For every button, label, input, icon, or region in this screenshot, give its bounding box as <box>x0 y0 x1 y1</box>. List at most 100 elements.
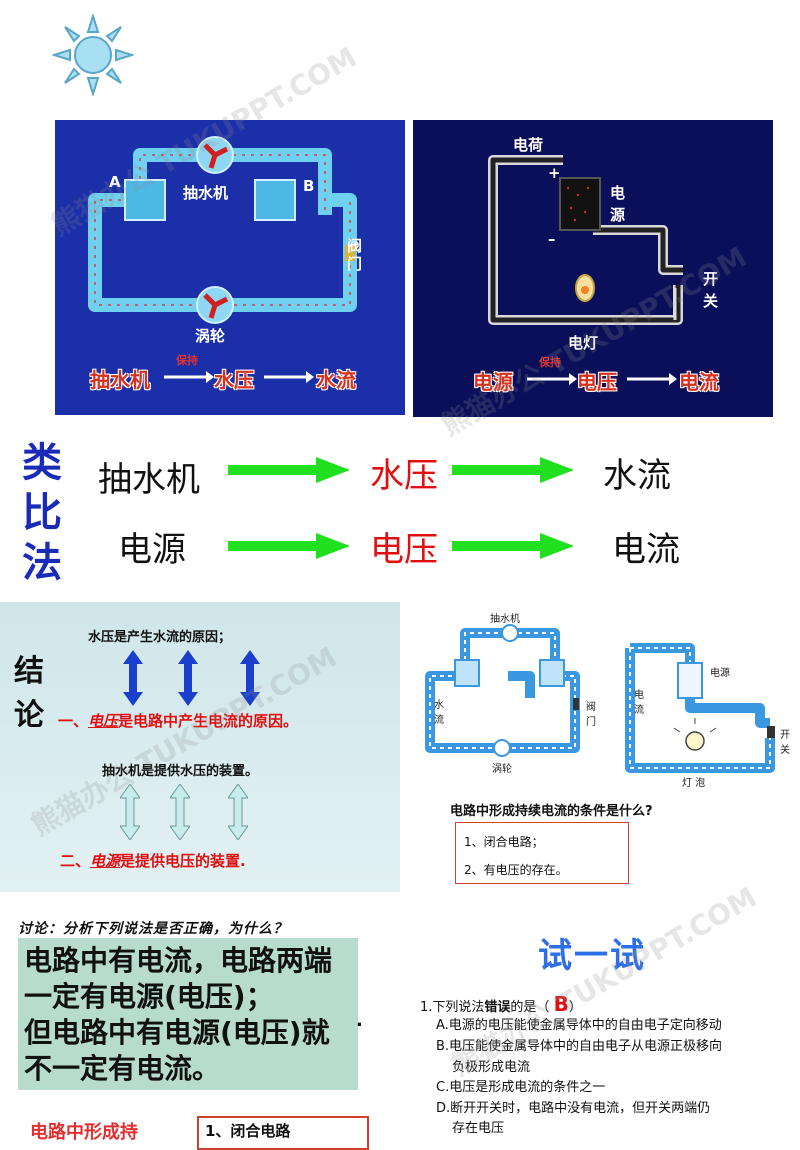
green-arrow-icon <box>452 533 574 559</box>
conclusion-panel: 结 论 水压是产生水流的原因； 一、电压是电路中产生电流的原因。 抽水机是提供水… <box>0 602 400 892</box>
option-d-cont: 存在电压 <box>452 1121 505 1136</box>
try-it-title: 试一试 <box>538 936 646 976</box>
pump-label: 抽水机 <box>183 184 229 202</box>
chain-water-pressure: 水压 <box>214 368 254 392</box>
bottom-cut-left-text: 电路中形成持 <box>30 1122 138 1143</box>
chain-power-source: 电源 <box>473 370 513 394</box>
line4-prefix: 二、 <box>60 852 91 870</box>
conclusion-line-4: 二、电源是提供电压的装置. <box>60 850 246 871</box>
green-arrow-icon <box>228 457 350 483</box>
chain-arrow-icon <box>527 373 577 385</box>
double-arrow-outline-icon <box>228 784 248 840</box>
answer-2: 2、有电压的存在。 <box>464 863 568 877</box>
green-arrow-icon <box>452 457 574 483</box>
analogy-pump: 抽水机 <box>98 460 200 500</box>
chain-arrow-icon <box>164 371 214 383</box>
sketch-bulb-label: 灯 泡 <box>682 778 706 789</box>
analogy-voltage: 电压 <box>370 530 438 570</box>
option-b-cont: 负极形成电流 <box>452 1060 531 1075</box>
question-keyword: 错误 <box>484 1000 511 1015</box>
sketch-pump-label: 抽水机 <box>490 614 520 625</box>
water-circuit-sketch <box>425 624 775 773</box>
try-question: 1.下列说法错误的是（ B） <box>420 994 582 1018</box>
sketch-current-label: 电 流 <box>634 690 644 716</box>
analogy-water-flow: 水流 <box>603 456 671 496</box>
answer-1: 1、闭合电路； <box>464 835 544 849</box>
line2-keyword: 电压 <box>88 712 119 730</box>
chain-pump: 抽水机 <box>90 368 150 392</box>
question-close: ） <box>568 1000 582 1015</box>
condition-question: 电路中形成持续电流的条件是什么? <box>450 804 653 819</box>
line4-rest: 是提供电压的装置 <box>120 852 241 870</box>
sketch-valve-label: 阀 门 <box>586 702 596 728</box>
double-arrow-outline-icon <box>170 784 190 840</box>
bottom-cut-box: 1、闭合电路 <box>197 1116 369 1150</box>
conclusion-line-1: 水压是产生水流的原因； <box>88 630 232 645</box>
chain-maintain-label: 保持 <box>176 354 198 367</box>
water-chain: 抽水机 保持 水压 水流 <box>90 354 410 400</box>
sketch-water-flow-label: 水 流 <box>434 700 444 726</box>
lamp-label: 电灯 <box>568 334 599 352</box>
minus-sign: – <box>548 230 556 248</box>
green-arrow-icon <box>228 533 350 559</box>
water-pipe-diagram <box>88 136 357 324</box>
option-c: C.电压是形成电流的条件之一 <box>436 1080 606 1095</box>
valve-label: 阀 门 <box>347 237 363 273</box>
option-a: A.电源的电压能使金属导体中的自由电子定向移动 <box>436 1018 722 1033</box>
chain-water-flow: 水流 <box>316 368 356 392</box>
source-label: 电 源 <box>610 184 626 224</box>
tank-b-label: B <box>303 177 315 195</box>
line2-prefix: 一、 <box>58 712 89 730</box>
conclusion-char-1: 结 <box>14 654 44 689</box>
method-char-1: 类 <box>22 440 62 486</box>
option-d: D.断开开关时，电路中没有电流，但开关两端仍 <box>436 1101 711 1116</box>
question-suffix: 的是（ <box>510 1000 550 1015</box>
conclusion-line-2: 一、电压是电路中产生电流的原因。 <box>58 710 298 731</box>
statement-line-2: 一定有电源(电压)； <box>24 980 274 1013</box>
electric-chain: 电源 保持 电压 电流 <box>473 356 773 402</box>
tank-a-label: A <box>109 173 121 191</box>
sketch-switch-label: 开 关 <box>780 730 790 756</box>
double-arrow-outline-icon <box>120 784 140 840</box>
double-arrow-icon <box>240 650 260 706</box>
switch-label: 开 关 <box>703 270 719 310</box>
chain-arrow-icon <box>627 373 677 385</box>
statement-line-3: 但电路中有电源(电压)就 <box>24 1016 330 1049</box>
conclusion-char-2: 论 <box>14 698 44 733</box>
bottom-cut-box-text: 1、闭合电路 <box>205 1122 291 1140</box>
line4-end: . <box>240 852 246 870</box>
plus-sign: + <box>548 164 561 182</box>
line4-keyword: 电源 <box>90 852 121 870</box>
option-b: B.电压能使金属导体中的自由电子从电源正极移向 <box>436 1039 723 1054</box>
sketch-turbine-label: 涡轮 <box>492 764 512 775</box>
turbine-label: 涡轮 <box>195 327 226 345</box>
chain-current: 电流 <box>679 370 719 394</box>
analogy-power-source: 电源 <box>118 530 186 570</box>
electric-circuit-diagram <box>488 155 683 325</box>
statement-line-4: 不一定有电流。 <box>24 1052 221 1085</box>
mid-right-diagrams: 抽水机 水 流 阀 门 涡轮 电源 电 流 开 关 灯 泡 <box>420 608 800 798</box>
analogy-current: 电流 <box>612 530 680 570</box>
chain-voltage: 电压 <box>577 370 617 394</box>
sketch-source-label: 电源 <box>710 668 730 679</box>
method-char-2: 比 <box>22 490 62 536</box>
statement-line-1: 电路中有电流，电路两端 <box>24 944 333 977</box>
question-answer: B <box>553 992 569 1016</box>
method-char-3: 法 <box>22 540 62 586</box>
double-arrow-icon <box>123 650 143 706</box>
condition-answer-box: 1、闭合电路； 2、有电压的存在。 <box>455 822 629 884</box>
discussion-statement-box: 电路中有电流，电路两端 一定有电源(电压)； 但电路中有电源(电压)就 不一定有… <box>18 938 358 1090</box>
water-circuit-panel: A B 抽水机 阀 门 涡轮 抽水机 保持 水压 水流 <box>55 120 405 415</box>
sun-icon <box>52 14 134 96</box>
electric-circuit-panel: 电荷 + – 电 源 开 关 电灯 电源 保持 电压 电流 <box>413 120 773 417</box>
double-arrow-icon <box>178 650 198 706</box>
line2-rest: 是电路中产生电流的原因。 <box>118 712 299 730</box>
chain-maintain-label: 保持 <box>539 356 561 369</box>
charge-label: 电荷 <box>513 136 544 154</box>
analogy-water-pressure: 水压 <box>370 456 438 496</box>
statement-dot: . <box>356 1010 363 1031</box>
discussion-prompt: 讨论：分析下列说法是否正确，为什么？ <box>18 921 288 937</box>
conclusion-title: 结 论 <box>14 650 44 738</box>
analogy-method-title: 类 比 法 <box>22 440 72 586</box>
question-prefix: 1.下列说法 <box>420 1000 485 1015</box>
